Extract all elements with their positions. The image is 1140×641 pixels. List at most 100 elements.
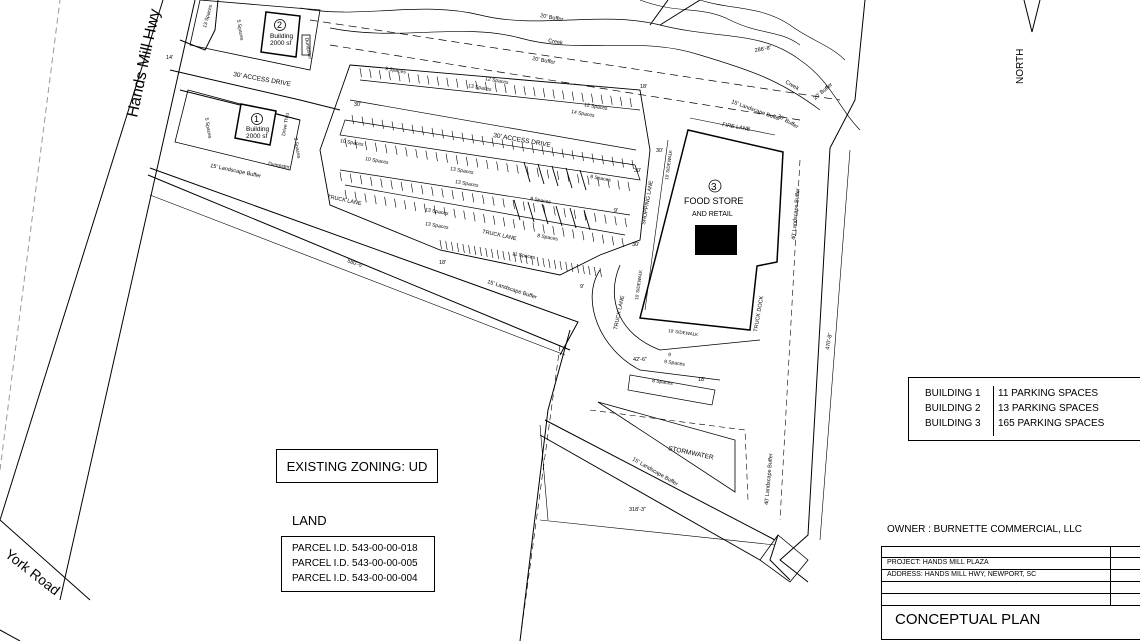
- parking-stall-line: [395, 145, 398, 155]
- space-count: 9: [668, 352, 672, 358]
- shopping-lane-label: SHOPPING LANE: [641, 180, 655, 226]
- parking-stall-line: [494, 82, 497, 93]
- road-label-york-road: York Road: [2, 546, 63, 599]
- parking-stall-line: [443, 207, 446, 217]
- parking-stall-line: [400, 181, 403, 191]
- space-count: 12 Spaces: [584, 102, 609, 112]
- dimension-label: 470'-8": [825, 332, 834, 350]
- hatched-space: [537, 163, 545, 185]
- stormwater-pond: [597, 401, 736, 493]
- parking-aisle: [359, 79, 641, 111]
- buffer-label: 15' Landscape Buffer: [730, 99, 781, 122]
- space-count: 13 Spaces: [450, 166, 475, 176]
- parking-stall-line: [502, 250, 505, 261]
- space-count: 9 Spaces: [385, 66, 407, 76]
- parking-stall-line: [593, 266, 597, 277]
- title-block-rule: [882, 569, 1140, 570]
- parking-stall-line: [504, 84, 507, 94]
- parking-stall-line: [483, 213, 486, 224]
- parking-stall-line: [531, 143, 534, 153]
- parking-stall-line: [571, 262, 574, 273]
- parking-stall-line: [533, 87, 536, 97]
- parking-stall-line: [425, 150, 428, 160]
- food-store-building: [639, 129, 784, 331]
- parking-stall-line: [582, 264, 585, 275]
- dimension-label: 18': [439, 260, 446, 266]
- parking-stall-line: [565, 261, 568, 272]
- space-count: 8 Spaces: [590, 174, 612, 184]
- building-2-area: 2000 sf: [270, 40, 292, 47]
- buffer-label: 40' Landscape Buffer: [791, 188, 801, 240]
- parking-stall-line: [451, 190, 454, 200]
- road-edge: [0, 629, 21, 641]
- parking-summary-table: BUILDING 1 11 PARKING SPACES BUILDING 2 …: [908, 377, 1140, 441]
- hatched-space: [579, 169, 587, 191]
- buffer-label: 15' Landscape Buffer: [486, 279, 537, 301]
- parking-pad: [189, 0, 321, 71]
- building-2-number-circle: [274, 19, 286, 31]
- hatched-space: [513, 199, 521, 221]
- parking-stall-line: [491, 137, 494, 147]
- dimension-label: 30': [656, 148, 663, 154]
- dimension-label: 18': [640, 84, 647, 90]
- parking-stall-line: [405, 147, 408, 157]
- hatched-space: [555, 205, 563, 227]
- parking-stall-line: [614, 216, 617, 226]
- parking-stall-line: [502, 198, 505, 208]
- project-address: ADDRESS: HANDS MILL HWY, NEWPORT, SC: [887, 571, 1037, 578]
- road-label-hands-mill-hwy: Hands Mill Hwy: [124, 7, 164, 118]
- parking-stall-line: [339, 171, 342, 182]
- hatched-space: [527, 201, 535, 223]
- space-count: 13 Spaces: [425, 221, 450, 231]
- curb-line: [591, 269, 721, 381]
- parking-stall-line: [543, 204, 546, 214]
- parking-stall-line: [576, 263, 579, 274]
- parking-stall-line: [455, 155, 458, 165]
- parking-stall-line: [562, 90, 565, 100]
- parking-stall-line: [479, 246, 482, 257]
- parking-stall-line: [600, 94, 603, 104]
- buffer-line: [779, 159, 801, 521]
- space-count: 8 Spaces: [652, 378, 674, 387]
- parcel-list: PARCEL I.D. 543-00-00-018 PARCEL I.D. 54…: [281, 536, 435, 592]
- parking-stall-line: [611, 236, 614, 246]
- truck-lane-center-label: TRUCK LANE: [482, 229, 518, 242]
- land-title: LAND: [292, 513, 327, 528]
- parking-stall-line: [421, 126, 424, 136]
- parking-stall-line: [511, 140, 514, 150]
- parking-stall-line: [582, 231, 585, 241]
- building-3-sub: AND RETAIL: [692, 211, 733, 218]
- parking-stall-line: [526, 166, 529, 176]
- spaces-cell: 13 PARKING SPACES: [998, 403, 1099, 414]
- property-line: [147, 174, 571, 351]
- parking-stall-line: [627, 181, 630, 192]
- building-1-number: 1: [254, 114, 259, 124]
- parking-aisle: [344, 184, 626, 236]
- parking-stall-line: [456, 242, 459, 253]
- space-count: 5 Spaces: [203, 117, 213, 139]
- north-label: NORTH: [1015, 49, 1026, 84]
- parking-stall-line: [552, 89, 555, 99]
- parking-stall-line: [471, 134, 474, 144]
- title-block-rule: [882, 605, 1140, 606]
- parking-stall-line: [521, 142, 524, 152]
- parking-stall-line: [621, 237, 624, 248]
- parking-area: [319, 64, 651, 276]
- creek-label-2: Creek: [784, 80, 800, 93]
- dimension-label: 14': [166, 55, 173, 61]
- parking-stall-line: [542, 257, 545, 268]
- parking-stall-line: [391, 121, 394, 131]
- parking-stall-line: [475, 80, 478, 90]
- space-count: 13 Spaces: [455, 179, 480, 189]
- parking-stall-line: [592, 232, 595, 242]
- parking-stall-line: [473, 212, 476, 222]
- property-line: [769, 534, 791, 581]
- road-edge: [0, 0, 61, 471]
- parking-stall-line: [423, 203, 426, 213]
- space-count: 14 Spaces: [571, 109, 596, 119]
- parking-stall-line: [411, 124, 414, 134]
- buffer-line: [329, 44, 801, 121]
- road-edge: [59, 0, 196, 601]
- parking-stall-line: [473, 245, 477, 256]
- parking-stall-line: [624, 217, 627, 228]
